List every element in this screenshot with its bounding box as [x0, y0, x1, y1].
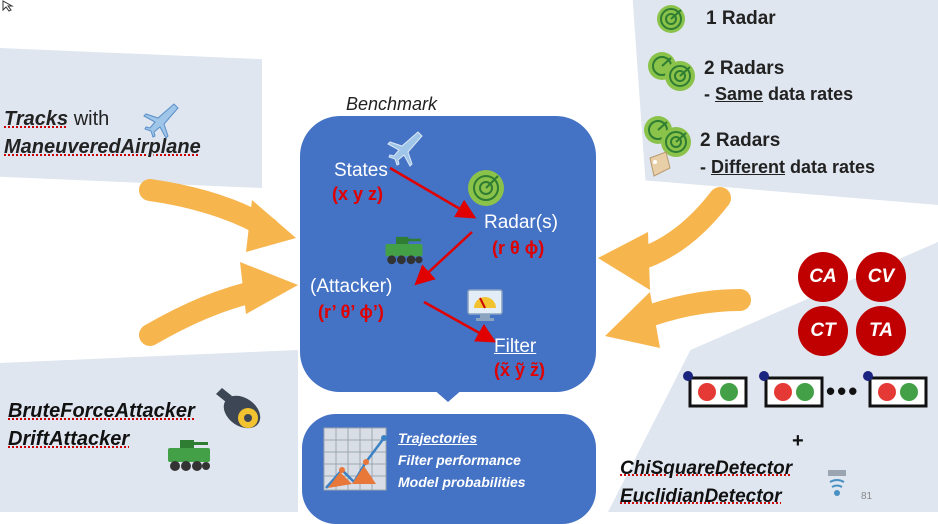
filter-values: (x̃ ỹ z̃): [494, 360, 545, 381]
flow-arrows: [300, 116, 596, 392]
euclidian-detector-label: EuclidianDetector: [620, 486, 782, 508]
model-circle-ct: CT: [798, 306, 848, 356]
arrow-right-upper-head: [598, 232, 650, 290]
results-item-filter-performance: Filter performance: [398, 452, 521, 468]
same-rest: data rates: [763, 84, 853, 104]
flow-arrow-states-radar: [390, 168, 472, 216]
different-word: Different: [711, 157, 785, 177]
one-radar-label: 1 Radar: [706, 8, 776, 30]
radar-icon-benchmark: [466, 168, 506, 208]
chart-icon: [322, 426, 388, 492]
plus-sign: +: [792, 430, 804, 453]
arrow-left-lower-head: [240, 262, 298, 314]
model-circle-cv: CV: [856, 252, 906, 302]
detector-box-1: [683, 371, 746, 406]
arrow-right-lower-head: [605, 292, 660, 348]
tank-icon-benchmark: [382, 234, 426, 268]
airplane-icon-benchmark: [384, 128, 424, 168]
sensor-icon: [822, 466, 852, 506]
page-number: 81: [861, 491, 872, 502]
radar-icon-2: [646, 50, 698, 94]
flow-arrow-radar-attacker: [418, 232, 472, 282]
radar-label: Radar(s): [484, 212, 558, 234]
same-prefix: -: [704, 84, 715, 104]
states-label: States: [334, 160, 388, 182]
different-prefix: -: [700, 157, 711, 177]
attacker-label: (Attacker): [310, 276, 392, 298]
results-item-model-probabilities: Model probabilities: [398, 474, 526, 490]
detector-box-3: [863, 371, 926, 406]
states-values: (x y z): [332, 184, 383, 205]
radar-icon-3: [640, 114, 700, 180]
filter-label: Filter: [494, 336, 536, 358]
same-word: Same: [715, 84, 763, 104]
model-probabilities-text: Model probabilities: [398, 474, 526, 490]
detector-box-2: [759, 371, 822, 406]
results-item-trajectories: Trajectories: [398, 430, 477, 446]
benchmark-title: Benchmark: [346, 94, 437, 115]
different-rest: data rates: [785, 157, 875, 177]
arrow-left-upper-head: [246, 200, 296, 252]
different-data-rates-text: - Different data rates: [700, 157, 875, 178]
model-circle-ta: TA: [856, 306, 906, 356]
two-radars-same-label: 2 Radars: [704, 58, 784, 80]
model-circle-ca: CA: [798, 252, 848, 302]
two-radars-different-label: 2 Radars: [700, 130, 780, 152]
chi-square-detector-label: ChiSquareDetector: [620, 458, 792, 480]
attacker-values: (r’ θ’ ϕ’): [318, 302, 384, 323]
same-data-rates-text: - Same data rates: [704, 84, 853, 105]
radar-values: (r θ ϕ): [492, 238, 544, 259]
ellipsis-dots: •••: [826, 376, 859, 407]
detector-chain: [680, 366, 938, 416]
monitor-icon-benchmark: [466, 288, 504, 324]
radar-icon-1: [656, 4, 686, 34]
